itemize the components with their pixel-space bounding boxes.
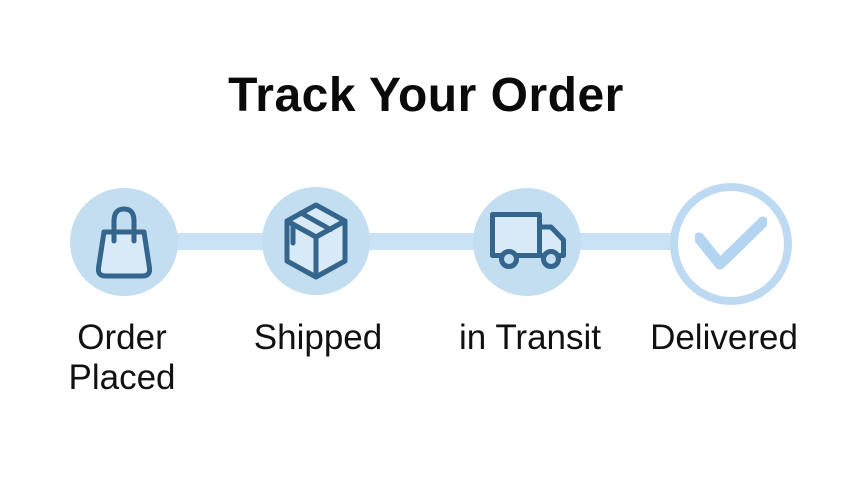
progress-connector-line — [124, 233, 731, 250]
shopping-bag-icon — [96, 206, 152, 279]
delivery-truck-icon — [490, 212, 566, 269]
step-circle-shipped — [262, 187, 370, 295]
step-circle-delivered — [670, 183, 792, 305]
step-circle-in-transit — [473, 188, 581, 296]
step-label-in-transit: in Transit — [459, 318, 601, 357]
page-title: Track Your Order — [228, 69, 624, 122]
step-label-delivered: Delivered — [650, 318, 798, 357]
step-label-order-placed: Order Placed — [68, 318, 176, 397]
package-box-icon — [284, 202, 348, 280]
step-label-shipped: Shipped — [253, 318, 383, 357]
step-circle-order-placed — [70, 188, 178, 296]
check-icon — [695, 216, 767, 270]
